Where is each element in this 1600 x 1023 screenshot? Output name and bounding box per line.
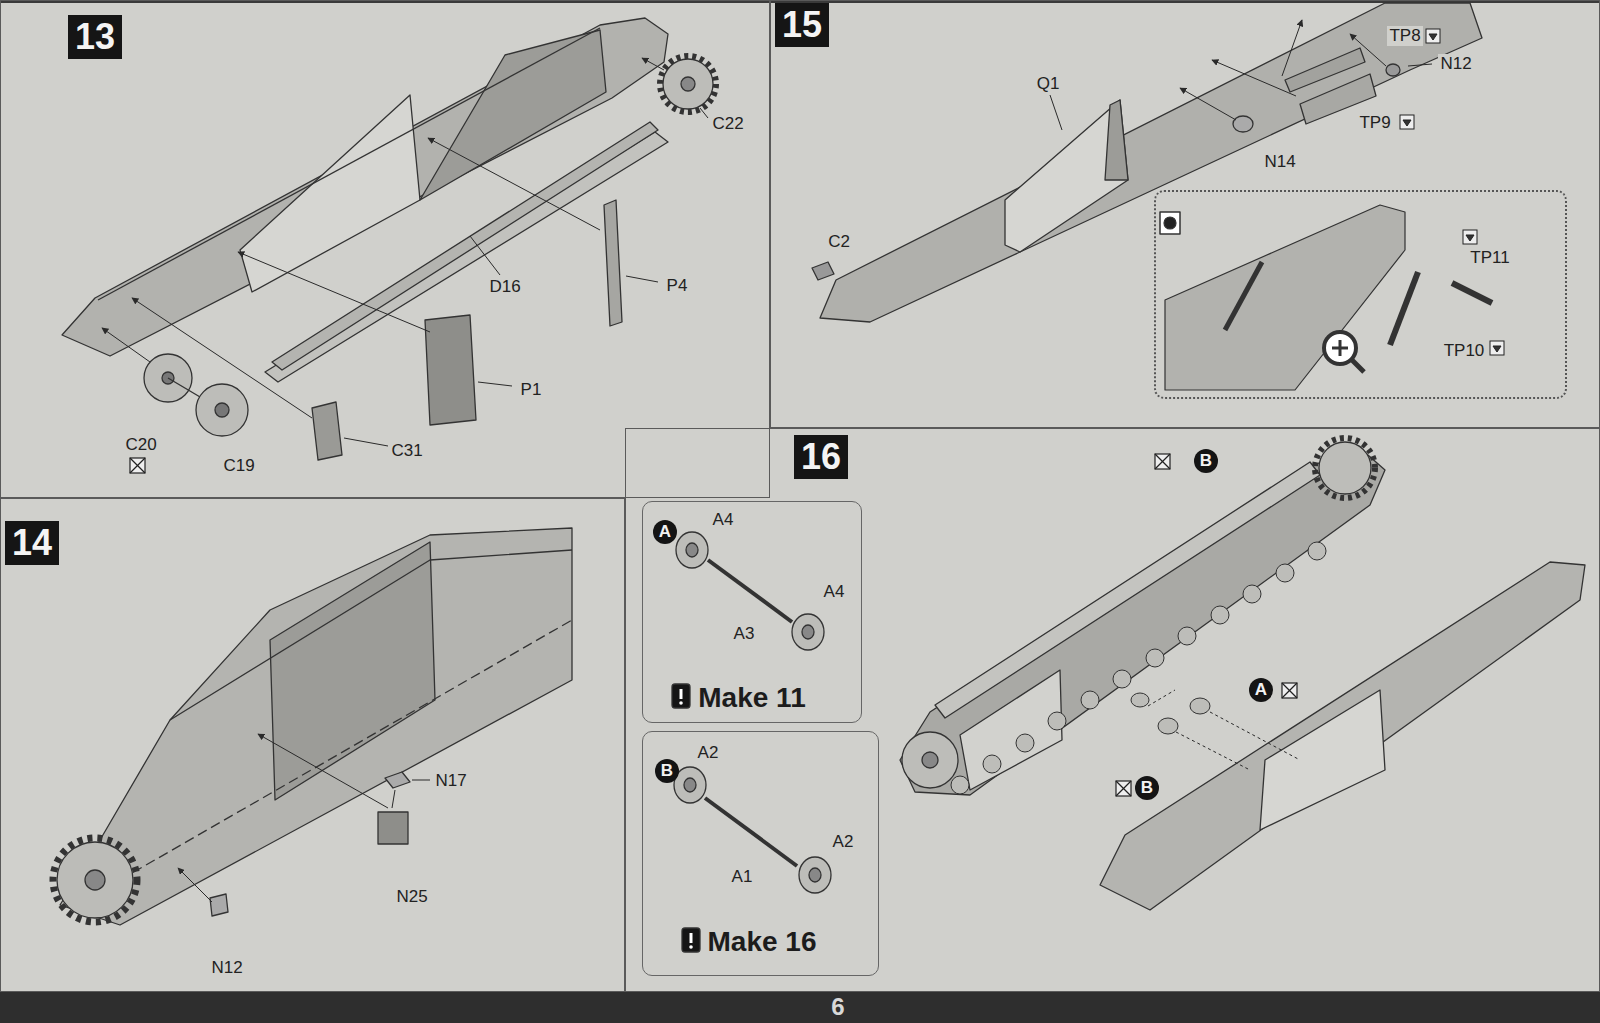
circled-marker: A bbox=[1249, 678, 1273, 702]
step-number: 15 bbox=[775, 3, 829, 47]
circled-marker: A bbox=[653, 520, 677, 544]
part-label: A1 bbox=[730, 867, 755, 887]
part-label: N14 bbox=[1262, 152, 1297, 172]
part-label: C19 bbox=[221, 456, 256, 476]
step-number: 13 bbox=[68, 15, 122, 59]
step-number: 16 bbox=[794, 435, 848, 479]
circled-marker: B bbox=[1194, 449, 1218, 473]
zoom-inset: TP11TP10 bbox=[1154, 190, 1567, 399]
circled-marker: B bbox=[1135, 776, 1159, 800]
step-panel: 16A Make 11 B Make 16 bbox=[625, 428, 1600, 992]
part-label: C2 bbox=[826, 232, 852, 252]
part-label: C22 bbox=[710, 114, 745, 134]
circled-marker: B bbox=[655, 759, 679, 783]
part-label: Q1 bbox=[1035, 74, 1062, 94]
part-label: A3 bbox=[732, 624, 757, 644]
part-label: P1 bbox=[519, 380, 544, 400]
step-number: 14 bbox=[5, 521, 59, 565]
subassembly-box: A Make 11 bbox=[642, 501, 862, 723]
step-panel: 15TP11TP10 bbox=[770, 0, 1600, 428]
part-label: D16 bbox=[487, 277, 522, 297]
part-label: TP11 bbox=[1468, 248, 1511, 268]
part-label: TP9 bbox=[1357, 113, 1392, 133]
part-label: A2 bbox=[696, 743, 721, 763]
count-note: Make 11 bbox=[698, 682, 805, 714]
part-label: A2 bbox=[831, 832, 856, 852]
part-label: TP10 bbox=[1442, 341, 1487, 361]
part-label: P4 bbox=[665, 276, 690, 296]
part-label: N12 bbox=[1438, 54, 1473, 74]
step-panel: 14 bbox=[0, 498, 625, 992]
part-label: A4 bbox=[822, 582, 847, 602]
part-label: N25 bbox=[394, 887, 429, 907]
part-label: N17 bbox=[433, 771, 468, 791]
part-label: C31 bbox=[389, 441, 424, 461]
count-note: Make 16 bbox=[708, 926, 817, 958]
subassembly-box: B Make 16 bbox=[642, 731, 879, 976]
step-panel: 13 bbox=[0, 0, 770, 498]
page-number: 6 bbox=[831, 993, 844, 1021]
part-label: C20 bbox=[123, 435, 158, 455]
part-label: A4 bbox=[711, 510, 736, 530]
part-label: TP8 bbox=[1387, 26, 1422, 46]
part-label: N12 bbox=[209, 958, 244, 978]
